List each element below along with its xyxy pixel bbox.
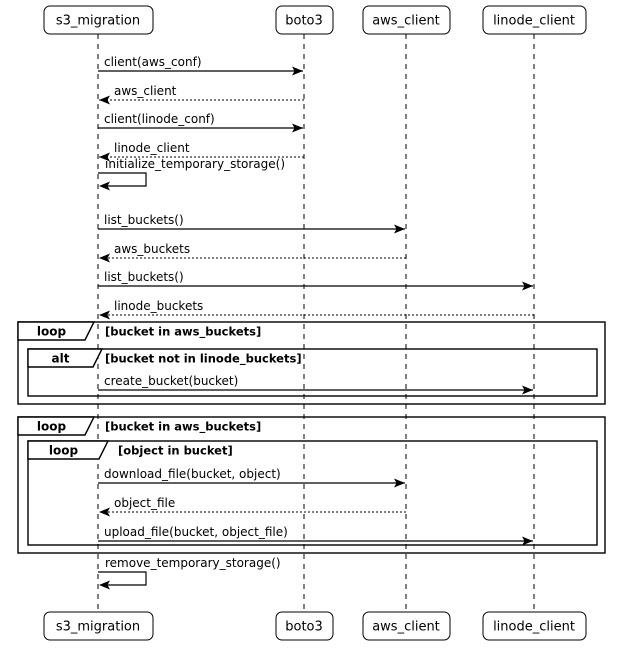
message-m10: create_bucket(bucket) [98, 374, 533, 395]
message-label: aws_buckets [114, 242, 190, 256]
message-m14: remove_temporary_storage() [98, 556, 281, 590]
fragment-label-tab [27, 440, 110, 460]
participant-label: s3_migration [56, 14, 140, 29]
lifelines-layer [97, 34, 535, 612]
fragment-kind-label: loop [37, 420, 67, 434]
participant-label: s3_migration [56, 620, 140, 635]
fragment-kind-label: loop [37, 325, 67, 339]
participant-box [43, 5, 154, 35]
fragment-border [17, 321, 606, 405]
participant-box [482, 5, 587, 35]
arrow-head [522, 536, 533, 546]
participant-label: aws_client [372, 14, 440, 29]
message-m5: initialize_temporary_storage() [98, 157, 285, 191]
message-label: linode_client [114, 141, 190, 155]
message-m13: upload_file(bucket, object_file) [98, 525, 533, 546]
arrow-head [99, 152, 110, 162]
message-label: initialize_temporary_storage() [105, 157, 285, 171]
message-m11: download_file(bucket, object) [98, 467, 405, 488]
message-m1: client(aws_conf) [98, 55, 303, 76]
message-label: download_file(bucket, object) [104, 467, 281, 481]
message-label: remove_temporary_storage() [105, 556, 281, 570]
arrow-head [394, 478, 405, 488]
arrow-head [292, 66, 303, 76]
message-label: list_buckets() [104, 270, 184, 284]
message-m9: linode_buckets [99, 299, 534, 320]
arrow-head [99, 95, 110, 105]
fragment-loop-frag-loop-3: loop [object in bucket] [27, 440, 598, 546]
participant-aws_client-top[interactable]: aws_client [362, 5, 451, 35]
participant-boto3-top[interactable]: boto3 [275, 5, 334, 35]
fragment-guard-label: [bucket in aws_buckets] [105, 325, 261, 340]
participant-boto3-bottom[interactable]: boto3 [275, 611, 334, 641]
fragment-border [27, 348, 598, 397]
participant-box [482, 611, 587, 641]
message-label: create_bucket(bucket) [104, 374, 238, 388]
arrow-head [99, 310, 110, 320]
fragments-layer: loop[bucket in aws_buckets]alt[bucket no… [17, 321, 606, 554]
fragment-kind-label: alt [52, 352, 70, 366]
message-label: client(linode_conf) [104, 112, 215, 126]
fragment-guard-label: [object in bucket] [118, 444, 233, 458]
message-m7: aws_buckets [99, 242, 406, 263]
participant-box [275, 611, 334, 641]
participant-linode_client-bottom[interactable]: linode_client [482, 611, 587, 641]
fragment-guard-label: [bucket not in linode_buckets] [105, 352, 302, 367]
arrow-head [292, 123, 303, 133]
participant-box [362, 5, 451, 35]
fragment-loop-frag-loop-2: loop [bucket in aws_buckets] [17, 416, 606, 554]
message-label: list_buckets() [104, 213, 184, 227]
fragment-alt-frag-alt-1: alt [bucket not in linode_buckets] [27, 348, 598, 397]
participant-label: linode_client [493, 620, 575, 635]
message-label: linode_buckets [114, 299, 203, 313]
participant-label: boto3 [285, 14, 323, 29]
participant-s3_migration-top[interactable]: s3_migration [43, 5, 154, 35]
arrow-head [99, 181, 110, 191]
arrow-head [99, 507, 110, 517]
participant-box [43, 611, 154, 641]
message-m2: aws_client [99, 84, 304, 105]
participant-label: boto3 [285, 620, 323, 635]
message-m6: list_buckets() [98, 213, 405, 234]
self-message-path [98, 571, 147, 586]
arrow-head [99, 580, 110, 590]
arrow-head [394, 224, 405, 234]
message-m12: object_file [99, 496, 406, 517]
fragment-label-tab [17, 321, 96, 341]
fragment-kind-label: loop [49, 444, 79, 458]
message-m4: linode_client [99, 141, 304, 162]
participant-box [275, 5, 334, 35]
fragment-guard-label: [bucket in aws_buckets] [105, 420, 261, 435]
fragment-label-tab [27, 348, 104, 368]
participants-layer: s3_migration s3_migration boto3 boto3 aws_cl… [43, 5, 587, 641]
message-m8: list_buckets() [98, 270, 533, 291]
arrow-head [522, 385, 533, 395]
participant-linode_client-top[interactable]: linode_client [482, 5, 587, 35]
message-label: client(aws_conf) [104, 55, 202, 69]
participant-aws_client-bottom[interactable]: aws_client [362, 611, 451, 641]
message-label: upload_file(bucket, object_file) [104, 525, 288, 539]
fragment-loop-frag-loop-1: loop [bucket in aws_buckets] [17, 321, 606, 405]
participant-box [362, 611, 451, 641]
self-message-path [98, 172, 147, 187]
participant-s3_migration-bottom[interactable]: s3_migration [43, 611, 154, 641]
message-label: object_file [114, 496, 175, 510]
fragment-label-tab [17, 416, 96, 436]
fragment-border [27, 440, 598, 546]
arrow-head [99, 253, 110, 263]
fragment-border [17, 416, 606, 554]
message-m3: client(linode_conf) [98, 112, 303, 133]
messages-layer: client(aws_conf) aws_client client(linode_… [98, 55, 534, 590]
arrow-head [522, 281, 533, 291]
message-label: aws_client [114, 84, 177, 98]
participant-label: aws_client [372, 620, 440, 635]
participant-label: linode_client [493, 14, 575, 29]
